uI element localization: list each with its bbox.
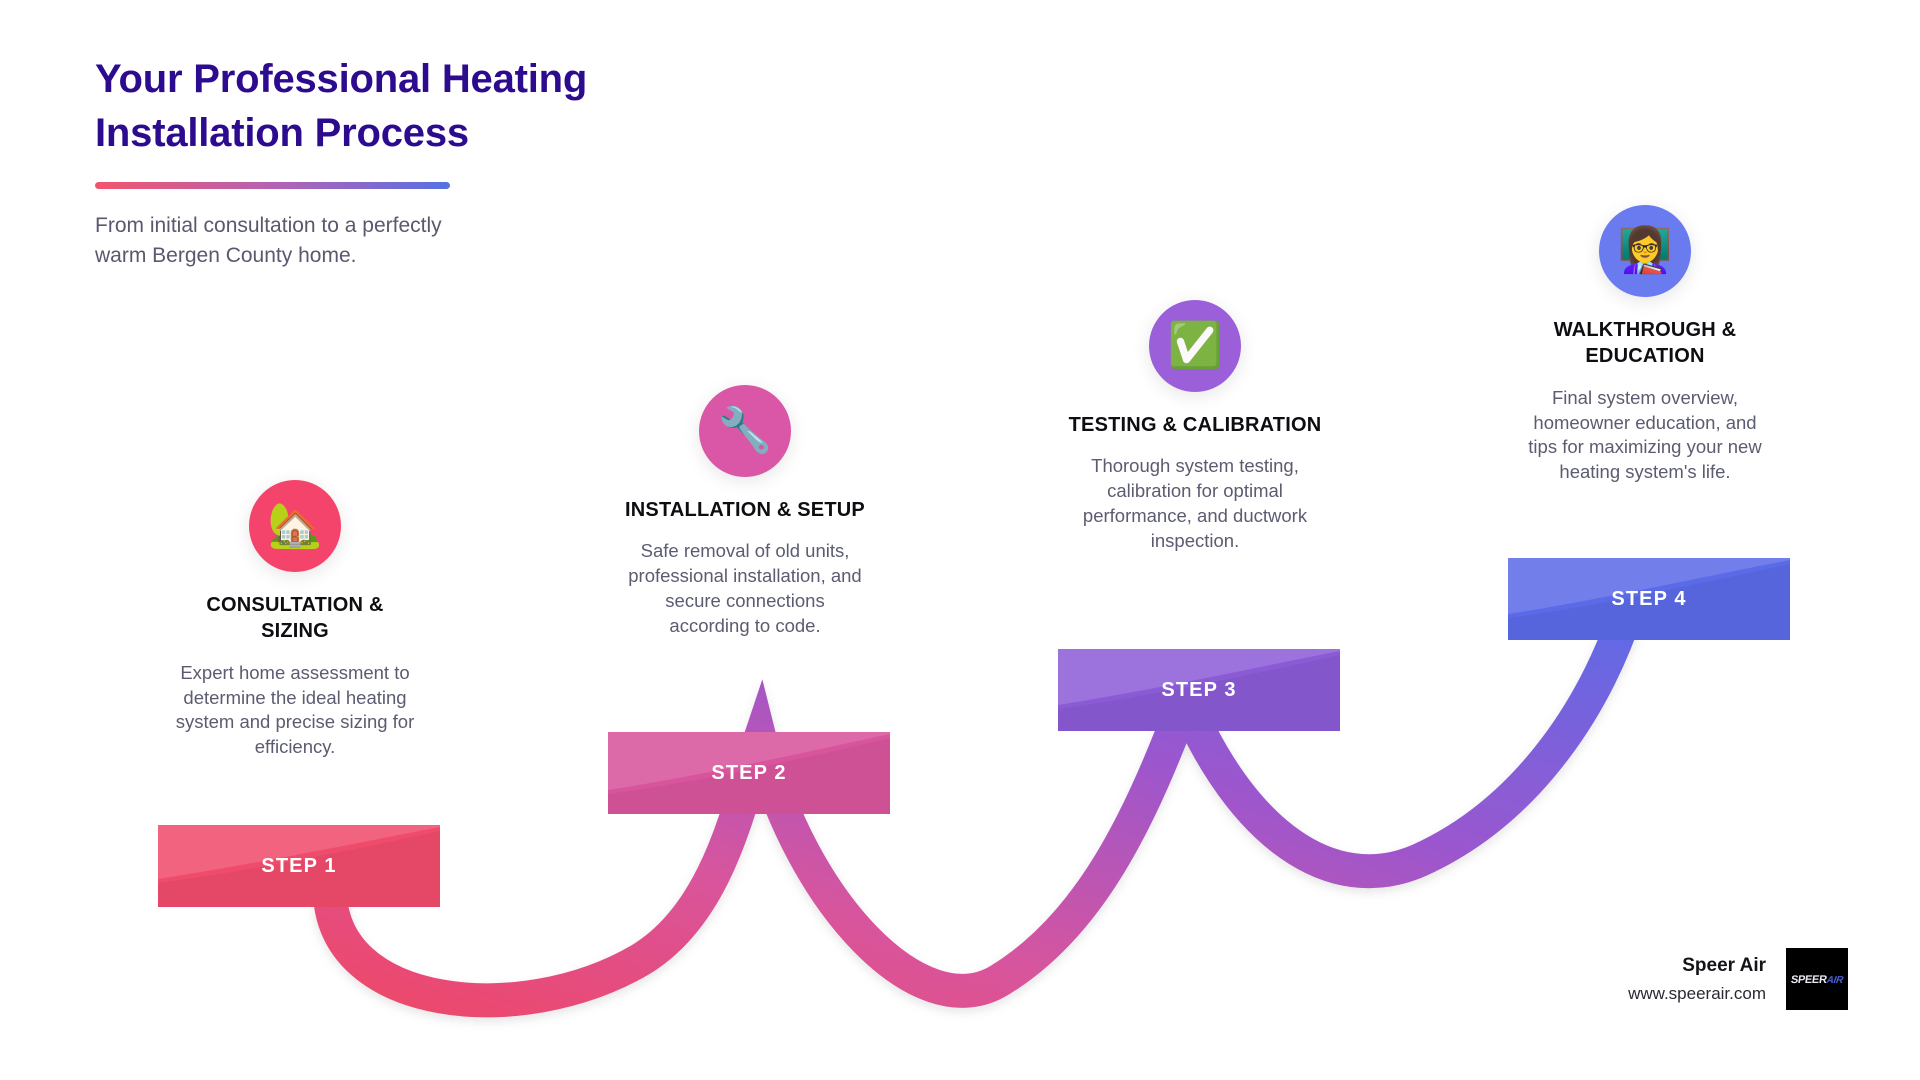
woman-teacher-icon: 👩‍🏫 — [1599, 205, 1691, 297]
step-description-3: Thorough system testing, calibration for… — [1082, 455, 1308, 551]
check-mark-button-icon: ✅ — [1149, 300, 1241, 392]
step-title-3: TESTING & CALIBRATION — [1068, 414, 1322, 436]
step-description-1: Expert home assessment to determine the … — [175, 661, 415, 758]
step-banner-1[interactable]: STEP 1 — [158, 825, 440, 907]
step-block-2: 🔧 INSTALLATION & SETUP Safe removal of o… — [585, 385, 905, 639]
logo-inner: SPEERAIR — [1790, 971, 1844, 987]
footer-branding: Speer Air www.speerair.com SPEERAIR — [1628, 948, 1848, 1010]
step-banner-4[interactable]: STEP 4 — [1508, 558, 1790, 640]
logo-text-secondary: AIR — [1825, 975, 1844, 986]
brand-name: Speer Air — [1682, 955, 1766, 976]
footer-text: Speer Air www.speerair.com — [1628, 952, 1766, 1006]
step-banner-2-label: STEP 2 — [711, 761, 787, 784]
step-banner-3-label: STEP 3 — [1161, 678, 1237, 701]
house-with-garden-icon: 🏡 — [249, 480, 341, 572]
step-banner-3[interactable]: STEP 3 — [1058, 649, 1340, 731]
step-banner-2[interactable]: STEP 2 — [608, 732, 890, 814]
page-title: Your Professional Heating Installation P… — [95, 57, 588, 155]
title-divider — [95, 182, 450, 189]
step-title-1: CONSULTATION & SIZING — [206, 594, 384, 643]
logo-text-primary: SPEER — [1789, 974, 1828, 986]
step-block-1: 🏡 CONSULTATION & SIZING Expert home asse… — [135, 480, 455, 760]
ribbon-path — [313, 583, 1647, 1018]
step-banner-4-label: STEP 4 — [1611, 587, 1687, 610]
wrench-icon: 🔧 — [699, 385, 791, 477]
step-block-3: ✅ TESTING & CALIBRATION Thorough system … — [1035, 300, 1355, 554]
step-title-2: INSTALLATION & SETUP — [625, 499, 865, 521]
speer-air-logo: SPEERAIR — [1786, 948, 1848, 1010]
step-banner-1-label: STEP 1 — [261, 854, 337, 877]
brand-url[interactable]: www.speerair.com — [1628, 983, 1766, 1003]
step-description-2: Safe removal of old units, professional … — [628, 540, 862, 636]
step-block-4: 👩‍🏫 WALKTHROUGH & EDUCATION Final system… — [1485, 205, 1805, 485]
step-description-4: Final system overview, homeowner educati… — [1528, 386, 1762, 483]
step-title-4: WALKTHROUGH & EDUCATION — [1553, 319, 1737, 368]
page-subtitle: From initial consultation to a perfectly… — [95, 214, 442, 267]
header: Your Professional Heating Installation P… — [95, 52, 715, 271]
